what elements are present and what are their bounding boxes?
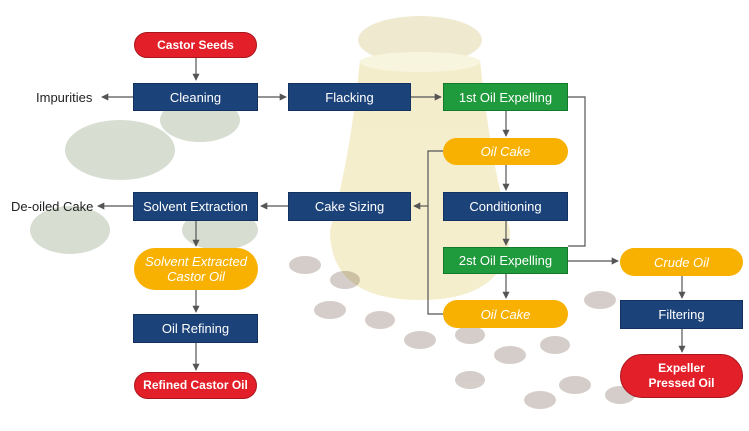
impurities-label: Impurities xyxy=(36,89,93,105)
flacking-node: Flacking xyxy=(288,83,411,111)
filtering-node: Filtering xyxy=(620,300,743,329)
leaf-1 xyxy=(65,120,175,180)
conditioning-node: Conditioning xyxy=(443,192,568,221)
castor-seeds-illustration xyxy=(289,256,655,409)
jar-rim xyxy=(360,52,480,72)
first-oil-expelling-node: 1st Oil Expelling xyxy=(443,83,568,111)
oil-refining-node: Oil Refining xyxy=(133,314,258,343)
oil-jar xyxy=(330,60,510,300)
refined-castor-oil-node: Refined Castor Oil xyxy=(134,372,257,399)
crude-oil-node: Crude Oil xyxy=(620,248,743,276)
oil-cake-node-1: Oil Cake xyxy=(443,138,568,165)
oil-cake-node-2: Oil Cake xyxy=(443,300,568,328)
expeller-pressed-oil-node: Expeller Pressed Oil xyxy=(620,354,743,398)
second-oil-expelling-node: 2st Oil Expelling xyxy=(443,247,568,274)
jar-top xyxy=(358,16,482,64)
cleaning-node: Cleaning xyxy=(133,83,258,111)
solvent-extraction-node: Solvent Extraction xyxy=(133,192,258,221)
deoiled-cake-label: De-oiled Cake xyxy=(11,198,94,214)
edge-expelling1-merge xyxy=(568,96,586,247)
edge-oilcake-bracket xyxy=(427,150,443,315)
solvent-extracted-oil-node: Solvent Extracted Castor Oil xyxy=(134,248,258,290)
cake-sizing-node: Cake Sizing xyxy=(288,192,411,221)
castor-seeds-node: Castor Seeds xyxy=(134,32,257,58)
leaf-3 xyxy=(30,206,110,254)
